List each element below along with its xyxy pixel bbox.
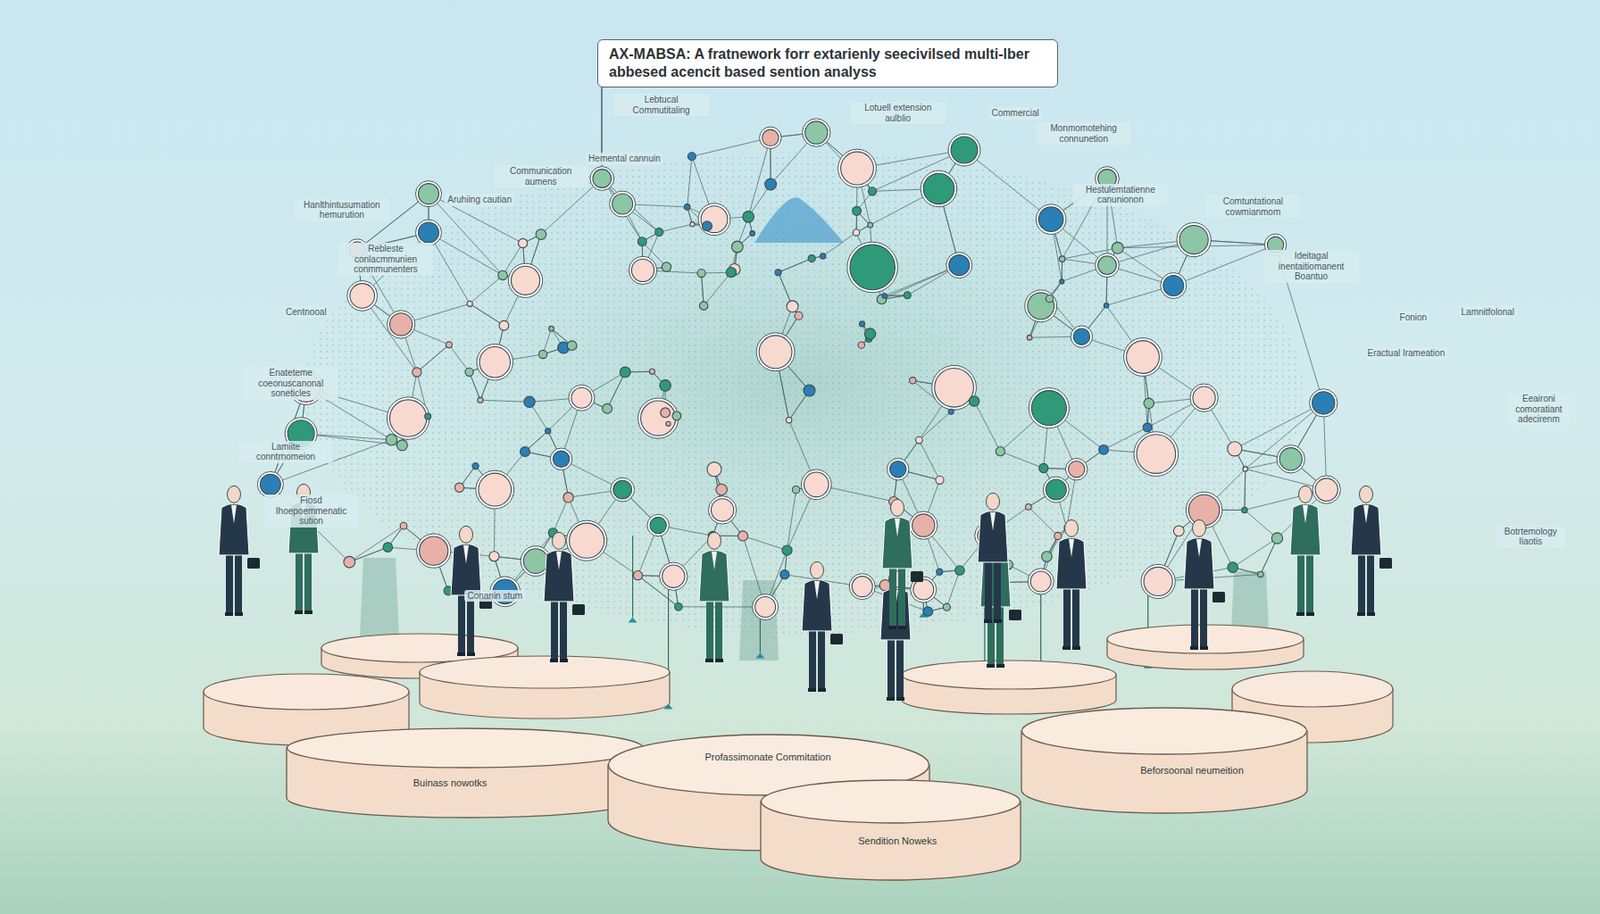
platform-cylinder: Buinass nowotks (285, 727, 643, 817)
network-label: Fonion (1397, 311, 1431, 325)
network-label: Conanin stum (464, 590, 525, 603)
network-label: Fiosd Ihoepoemmenatic sution (264, 494, 359, 528)
title-box: AX-MABSA: A fratnework forr extarienly s… (597, 39, 1059, 88)
faded-figure (359, 558, 400, 639)
network-label: Hestulemtatienne canunionon (1073, 183, 1168, 207)
network-label: Enateteme coeonuscanonal soneticles (243, 366, 339, 400)
network-label: Eeaironi comoratiant adecirenm (1508, 392, 1570, 426)
network-label: Rebleste conlacmmunien conmmunenters (338, 242, 434, 276)
blue-peak (754, 197, 844, 243)
network-label: Ideitagal inentaitiomanent Boantuo (1264, 250, 1359, 284)
network-label: Lotuell extension aulblio (850, 101, 946, 125)
cylinder-shape (759, 779, 1022, 882)
dome-glow (232, 89, 1375, 679)
cylinder-shape (1020, 707, 1309, 815)
platform-cylinder: Beforsoonal neumeition (1020, 707, 1307, 813)
network-label: Centnooal (283, 306, 330, 319)
network-label: Hanlthintusumation hemurution (294, 199, 390, 222)
platform-label: Profassimonate Commitation (704, 751, 831, 763)
network-label: Hemental cannuin (585, 152, 664, 166)
network-label: Eractual Irameation (1364, 347, 1448, 360)
network-label: Comtuntational cowmianmom (1205, 195, 1300, 218)
network-label: Monmomotehing connunetion (1036, 122, 1132, 145)
network-circles (257, 118, 1341, 621)
network-label: Aruhiing cautian (444, 193, 515, 207)
business-people (218, 483, 1392, 701)
cylinder-shape (285, 727, 645, 819)
platform-label: Buinass nowotks (413, 777, 488, 789)
network-links (270, 133, 1327, 710)
faded-figure (739, 580, 779, 661)
network-label: Lebtucal Commutitaling (614, 93, 709, 117)
network-label: Botrtemology Iiaotis (1495, 525, 1566, 549)
network-label: Commercial (988, 107, 1042, 120)
platform-cylinder: Sendition Noweks (759, 779, 1020, 880)
platform-label: Beforsoonal neumeition (1140, 765, 1244, 776)
network-label: Lamnitfolonal (1458, 306, 1517, 319)
network-label: Lamiite conntrnomeion (238, 441, 334, 464)
network-label: Communication aumens (493, 165, 589, 188)
dot-texture (303, 151, 1304, 634)
platform-label: Sendition Noweks (858, 835, 937, 847)
